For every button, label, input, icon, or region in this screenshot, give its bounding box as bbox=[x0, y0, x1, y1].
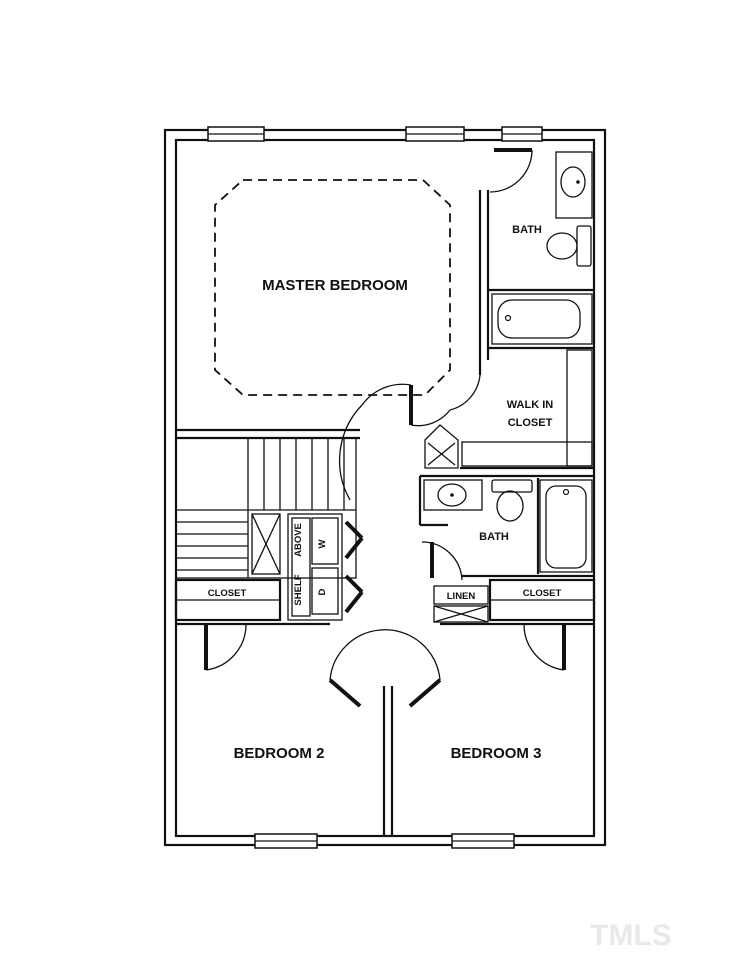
master-bedroom-label: MASTER BEDROOM bbox=[262, 277, 408, 294]
bedroom-3-label: BEDROOM 3 bbox=[451, 745, 542, 762]
closet-left-label: CLOSET bbox=[208, 588, 247, 599]
shelf-label: SHELF bbox=[293, 574, 304, 605]
hall-bath-label: BATH bbox=[479, 531, 509, 543]
master-bath-fixtures bbox=[488, 151, 594, 345]
hall-cabinet bbox=[424, 424, 459, 469]
bedroom-2-label: BEDROOM 2 bbox=[234, 745, 325, 762]
bedroom-walls bbox=[176, 622, 594, 836]
washer-label: W bbox=[317, 539, 328, 548]
watermark: TMLS bbox=[590, 919, 672, 952]
hall-doors bbox=[328, 383, 442, 708]
closet-right-label: CLOSET bbox=[523, 588, 562, 599]
linen-label: LINEN bbox=[447, 591, 476, 602]
dryer-label: D bbox=[317, 588, 328, 595]
laundry-closet bbox=[287, 513, 364, 621]
above-label: ABOVE bbox=[293, 523, 304, 557]
walk-in-closet-walls bbox=[409, 346, 594, 470]
walk-in-closet-label-line2: CLOSET bbox=[508, 417, 553, 429]
walk-in-closet-label-line1: WALK IN bbox=[507, 399, 553, 411]
hall-bath bbox=[418, 474, 594, 581]
bedroom-closets bbox=[174, 578, 596, 671]
master-bath-label: BATH bbox=[512, 224, 542, 236]
windows bbox=[207, 126, 543, 849]
staircase bbox=[175, 437, 357, 579]
